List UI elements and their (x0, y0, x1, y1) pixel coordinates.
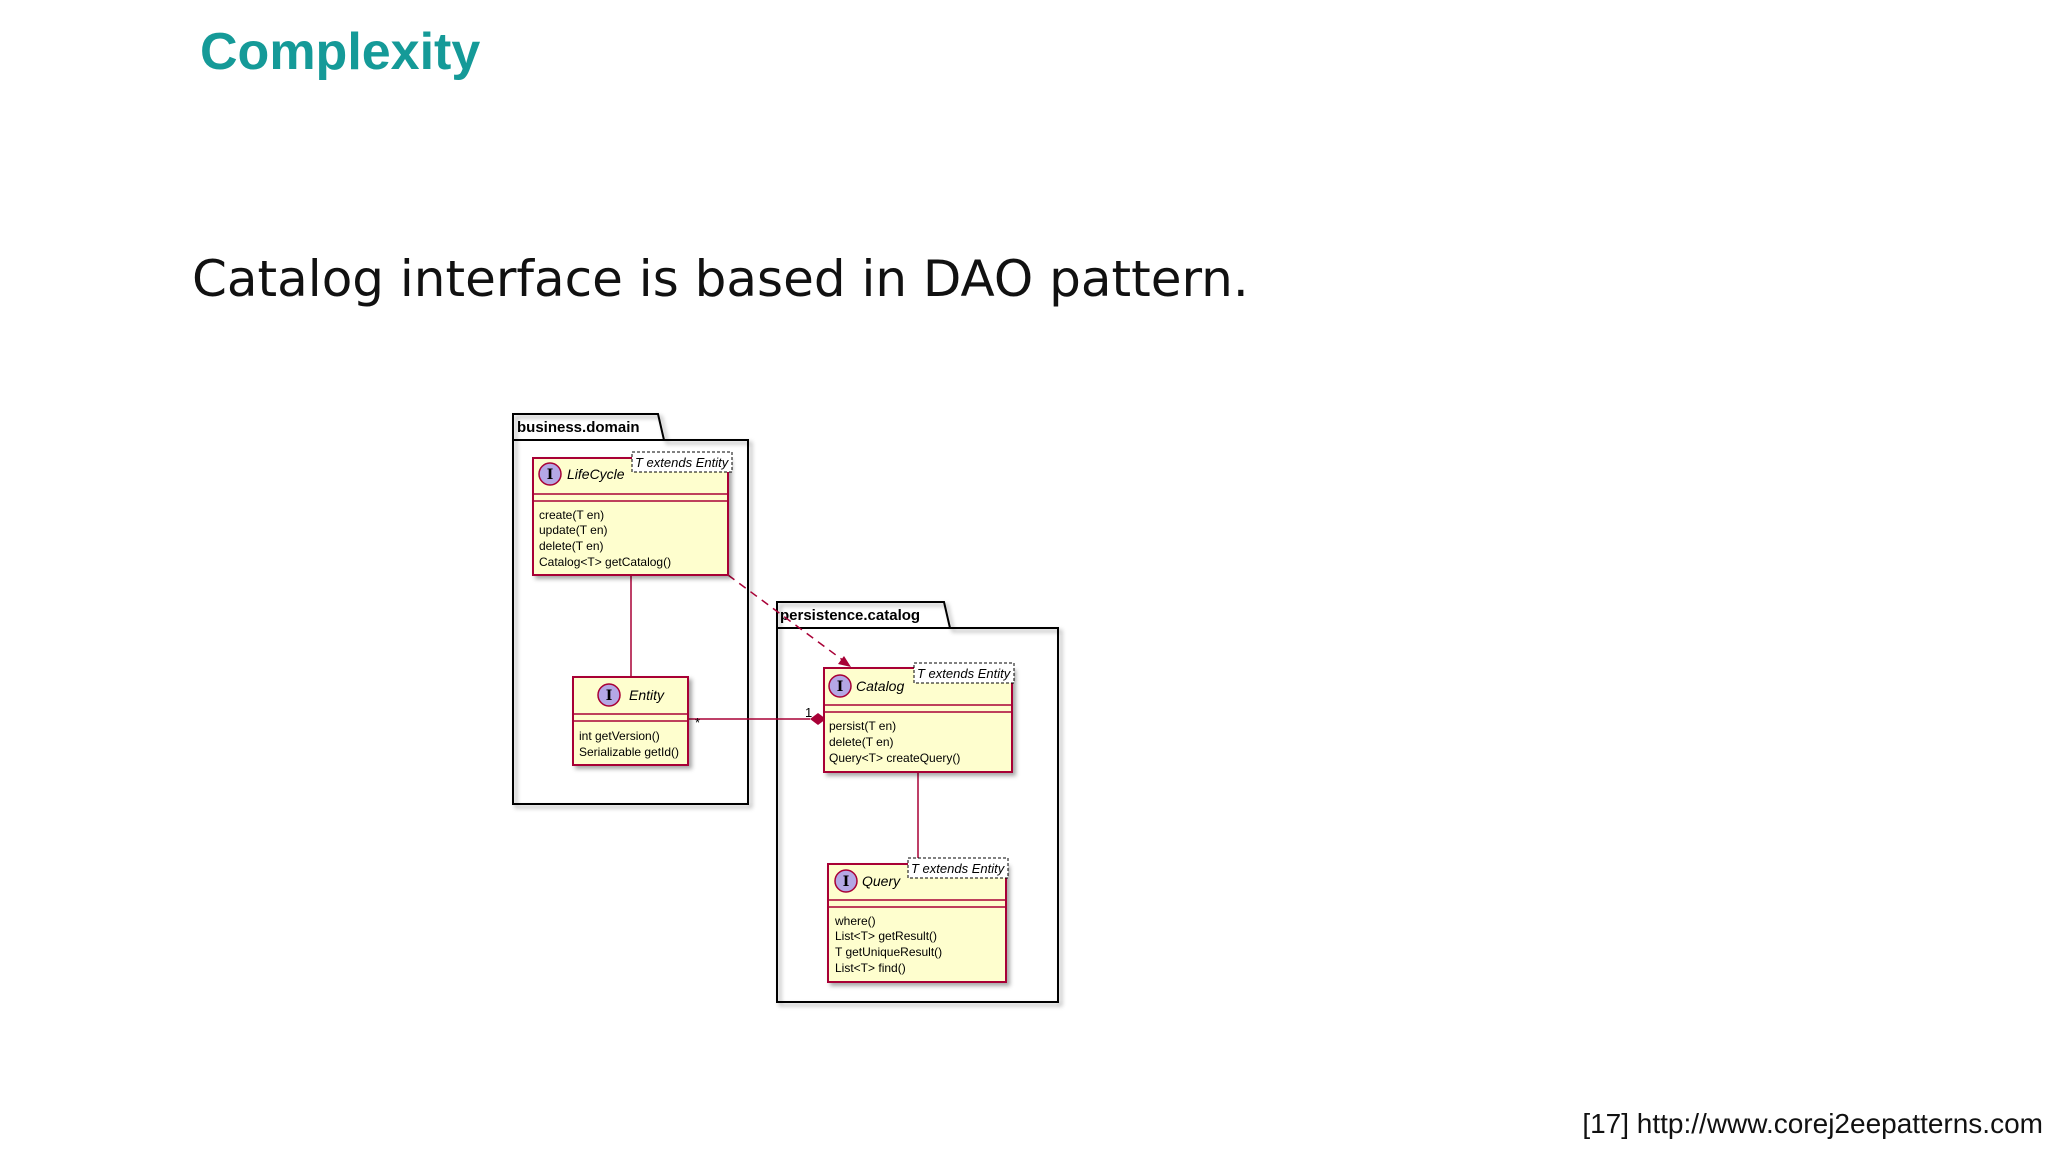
interface-badge (834, 869, 858, 893)
relations: 1 * (630, 574, 919, 866)
lifecycle-catalog-dependency (727, 574, 849, 665)
multiplicity-label: 1 (805, 705, 812, 720)
interface-glyph: I (837, 679, 844, 695)
composition-diamond (810, 713, 826, 725)
member-catalog-0: persist(T en) (829, 719, 896, 733)
member-query-2: T getUniqueResult() (835, 945, 942, 959)
class-entity: I Entity int getVersion() Serializable g… (572, 676, 689, 766)
class-name-catalog: Catalog (856, 678, 904, 694)
interface-badge (597, 683, 621, 707)
member-entity-0: int getVersion() (579, 729, 660, 743)
member-query-0: where() (834, 914, 876, 928)
interface-badge (828, 674, 852, 698)
package-business-domain: business.domain (512, 413, 749, 805)
interface-glyph: I (606, 688, 613, 704)
class-lifecycle: I LifeCycle create(T en) update(T en) de… (532, 451, 733, 576)
interface-badge (538, 462, 562, 486)
member-lifecycle-2: delete(T en) (539, 539, 603, 553)
package-label-business-domain: business.domain (517, 419, 640, 436)
generic-query: T extends Entity (911, 861, 1006, 876)
slide-title: Complexity (200, 23, 481, 81)
generic-lifecycle: T extends Entity (635, 455, 730, 470)
package-label-persistence-catalog: persistence.catalog (780, 607, 920, 624)
slide-body-text: Catalog interface is based in DAO patter… (192, 250, 1249, 308)
class-name-entity: Entity (629, 687, 665, 703)
interface-glyph: I (547, 467, 554, 483)
member-entity-1: Serializable getId() (579, 745, 679, 759)
member-query-3: List<T> find() (835, 961, 906, 975)
class-name-query: Query (862, 873, 901, 889)
dependency-arrowhead (838, 656, 851, 667)
class-catalog: I Catalog persist(T en) delete(T en) Que… (823, 662, 1015, 773)
class-name-lifecycle: LifeCycle (567, 466, 625, 482)
member-catalog-1: delete(T en) (829, 735, 893, 749)
generic-catalog: T extends Entity (917, 666, 1012, 681)
interface-glyph: I (843, 874, 850, 890)
entity-end-marker: * (695, 715, 700, 730)
package-persistence-catalog: persistence.catalog (776, 601, 1059, 1003)
member-lifecycle-1: update(T en) (539, 523, 608, 537)
member-lifecycle-0: create(T en) (539, 508, 604, 522)
member-lifecycle-3: Catalog<T> getCatalog() (539, 555, 671, 569)
member-query-1: List<T> getResult() (835, 929, 937, 943)
member-catalog-2: Query<T> createQuery() (829, 751, 960, 765)
reference-footnote: [17] http://www.corej2eepatterns.com (1582, 1108, 2043, 1139)
class-query: I Query where() List<T> getResult() T ge… (827, 857, 1009, 983)
